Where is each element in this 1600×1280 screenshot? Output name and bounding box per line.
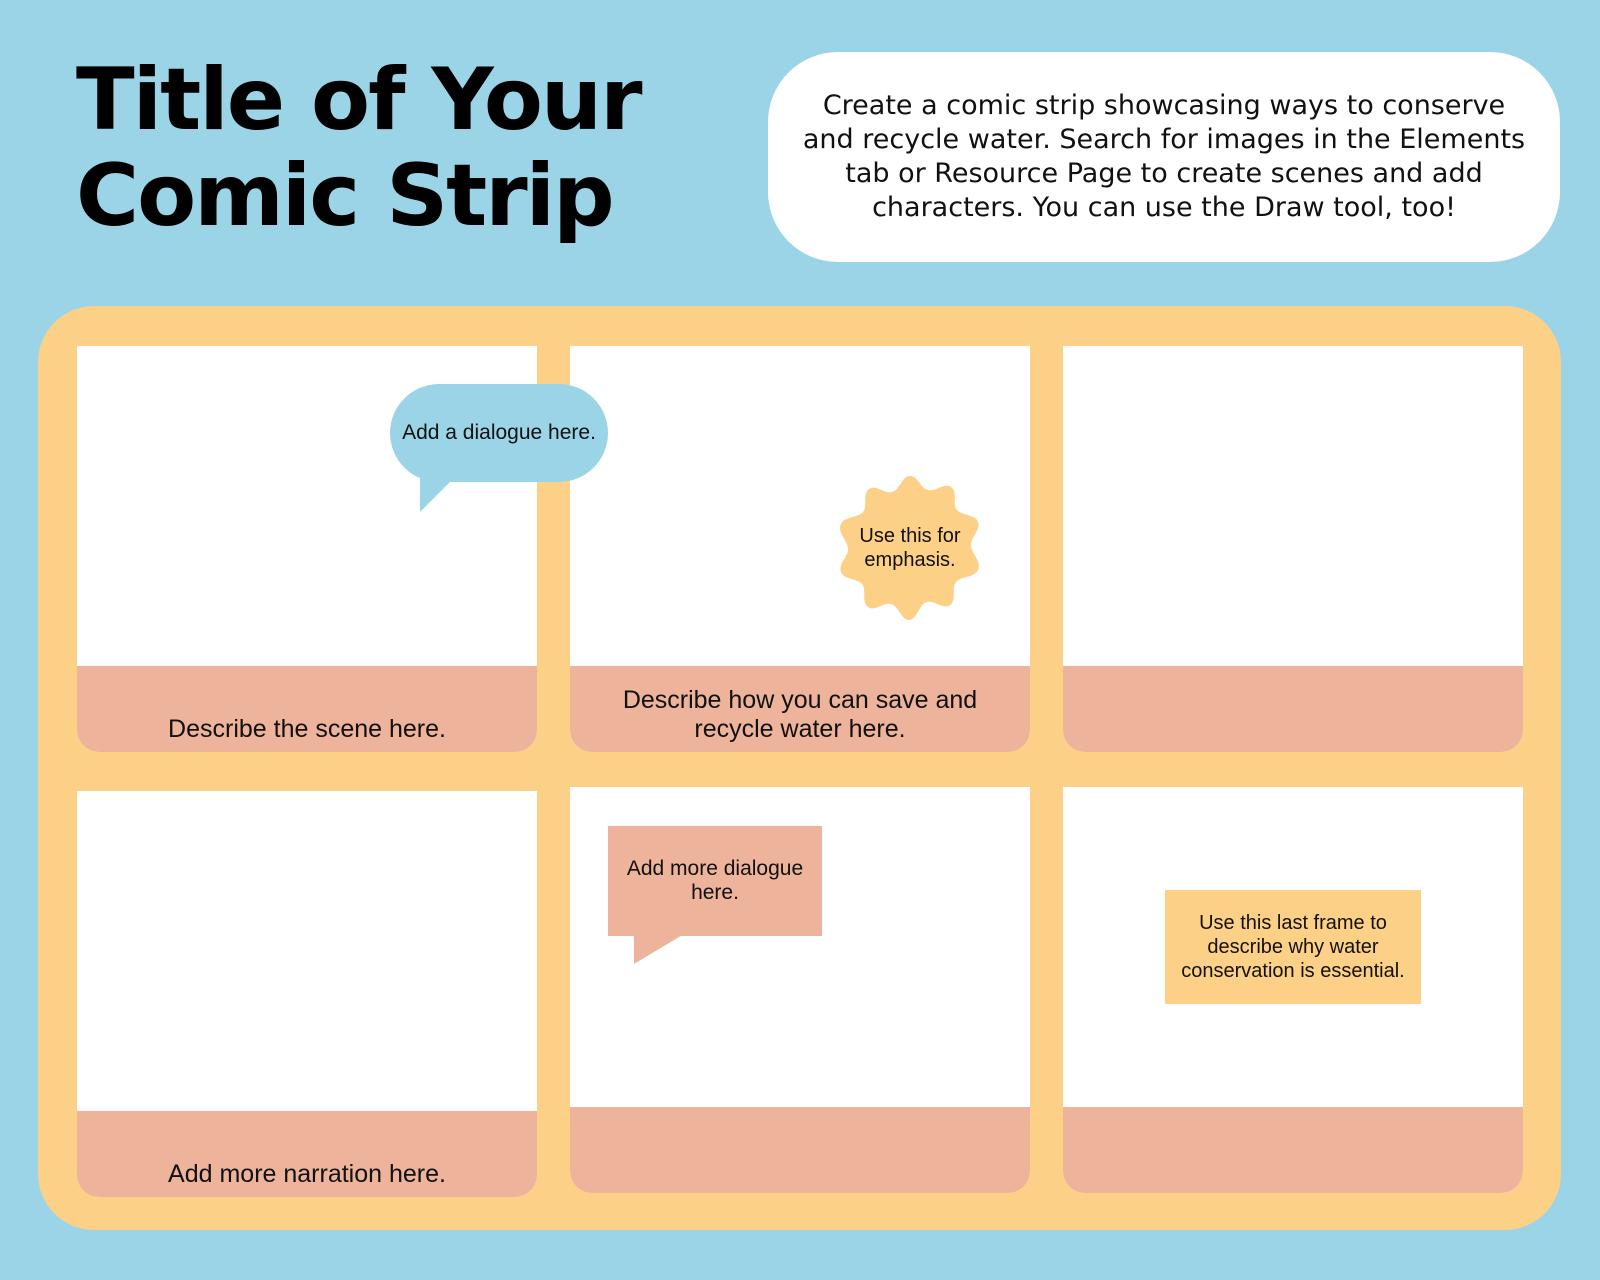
- dialogue-text: Add a dialogue here.: [402, 421, 596, 444]
- more-dialogue-speech-bubble[interactable]: Add more dialogue here.: [608, 826, 822, 936]
- comic-title: Title of Your Comic Strip: [76, 52, 736, 244]
- panel-caption[interactable]: [1063, 666, 1523, 752]
- panel-caption[interactable]: Add more narration here.: [77, 1111, 537, 1197]
- dialogue-speech-bubble[interactable]: Add a dialogue here.: [390, 384, 608, 482]
- last-frame-note-text: Use this last frame to describe why wate…: [1181, 912, 1405, 982]
- comic-title-line-2: Comic Strip: [76, 146, 615, 246]
- comic-panel-3[interactable]: [1063, 346, 1523, 752]
- instructions-box: Create a comic strip showcasing ways to …: [768, 52, 1560, 262]
- panel-caption-text: Describe the scene here.: [168, 715, 446, 743]
- speech-bubble-tail: [420, 476, 456, 512]
- panel-caption[interactable]: Describe how you can save and recycle wa…: [570, 666, 1030, 752]
- emphasis-badge-label: Use this for emphasis.: [836, 474, 984, 622]
- comic-title-line-1: Title of Your: [76, 50, 643, 150]
- starburst-shape: [840, 476, 979, 620]
- panel-caption[interactable]: [1063, 1107, 1523, 1193]
- panel-caption-text: Add more narration here.: [168, 1160, 446, 1188]
- emphasis-text: Use this for emphasis.: [859, 525, 961, 571]
- comic-panel-2[interactable]: Describe how you can save and recycle wa…: [570, 346, 1030, 752]
- more-dialogue-text: Add more dialogue here.: [626, 857, 804, 904]
- panel-caption[interactable]: Describe the scene here.: [77, 666, 537, 752]
- panel-caption-text: Describe how you can save and recycle wa…: [622, 686, 978, 743]
- speech-bubble-tail: [634, 934, 684, 964]
- emphasis-starburst[interactable]: [836, 474, 984, 622]
- panel-caption[interactable]: [570, 1107, 1030, 1193]
- instructions-text: Create a comic strip showcasing ways to …: [802, 90, 1526, 223]
- last-frame-note[interactable]: Use this last frame to describe why wate…: [1165, 890, 1421, 1004]
- comic-panel-4[interactable]: Add more narration here.: [77, 791, 537, 1197]
